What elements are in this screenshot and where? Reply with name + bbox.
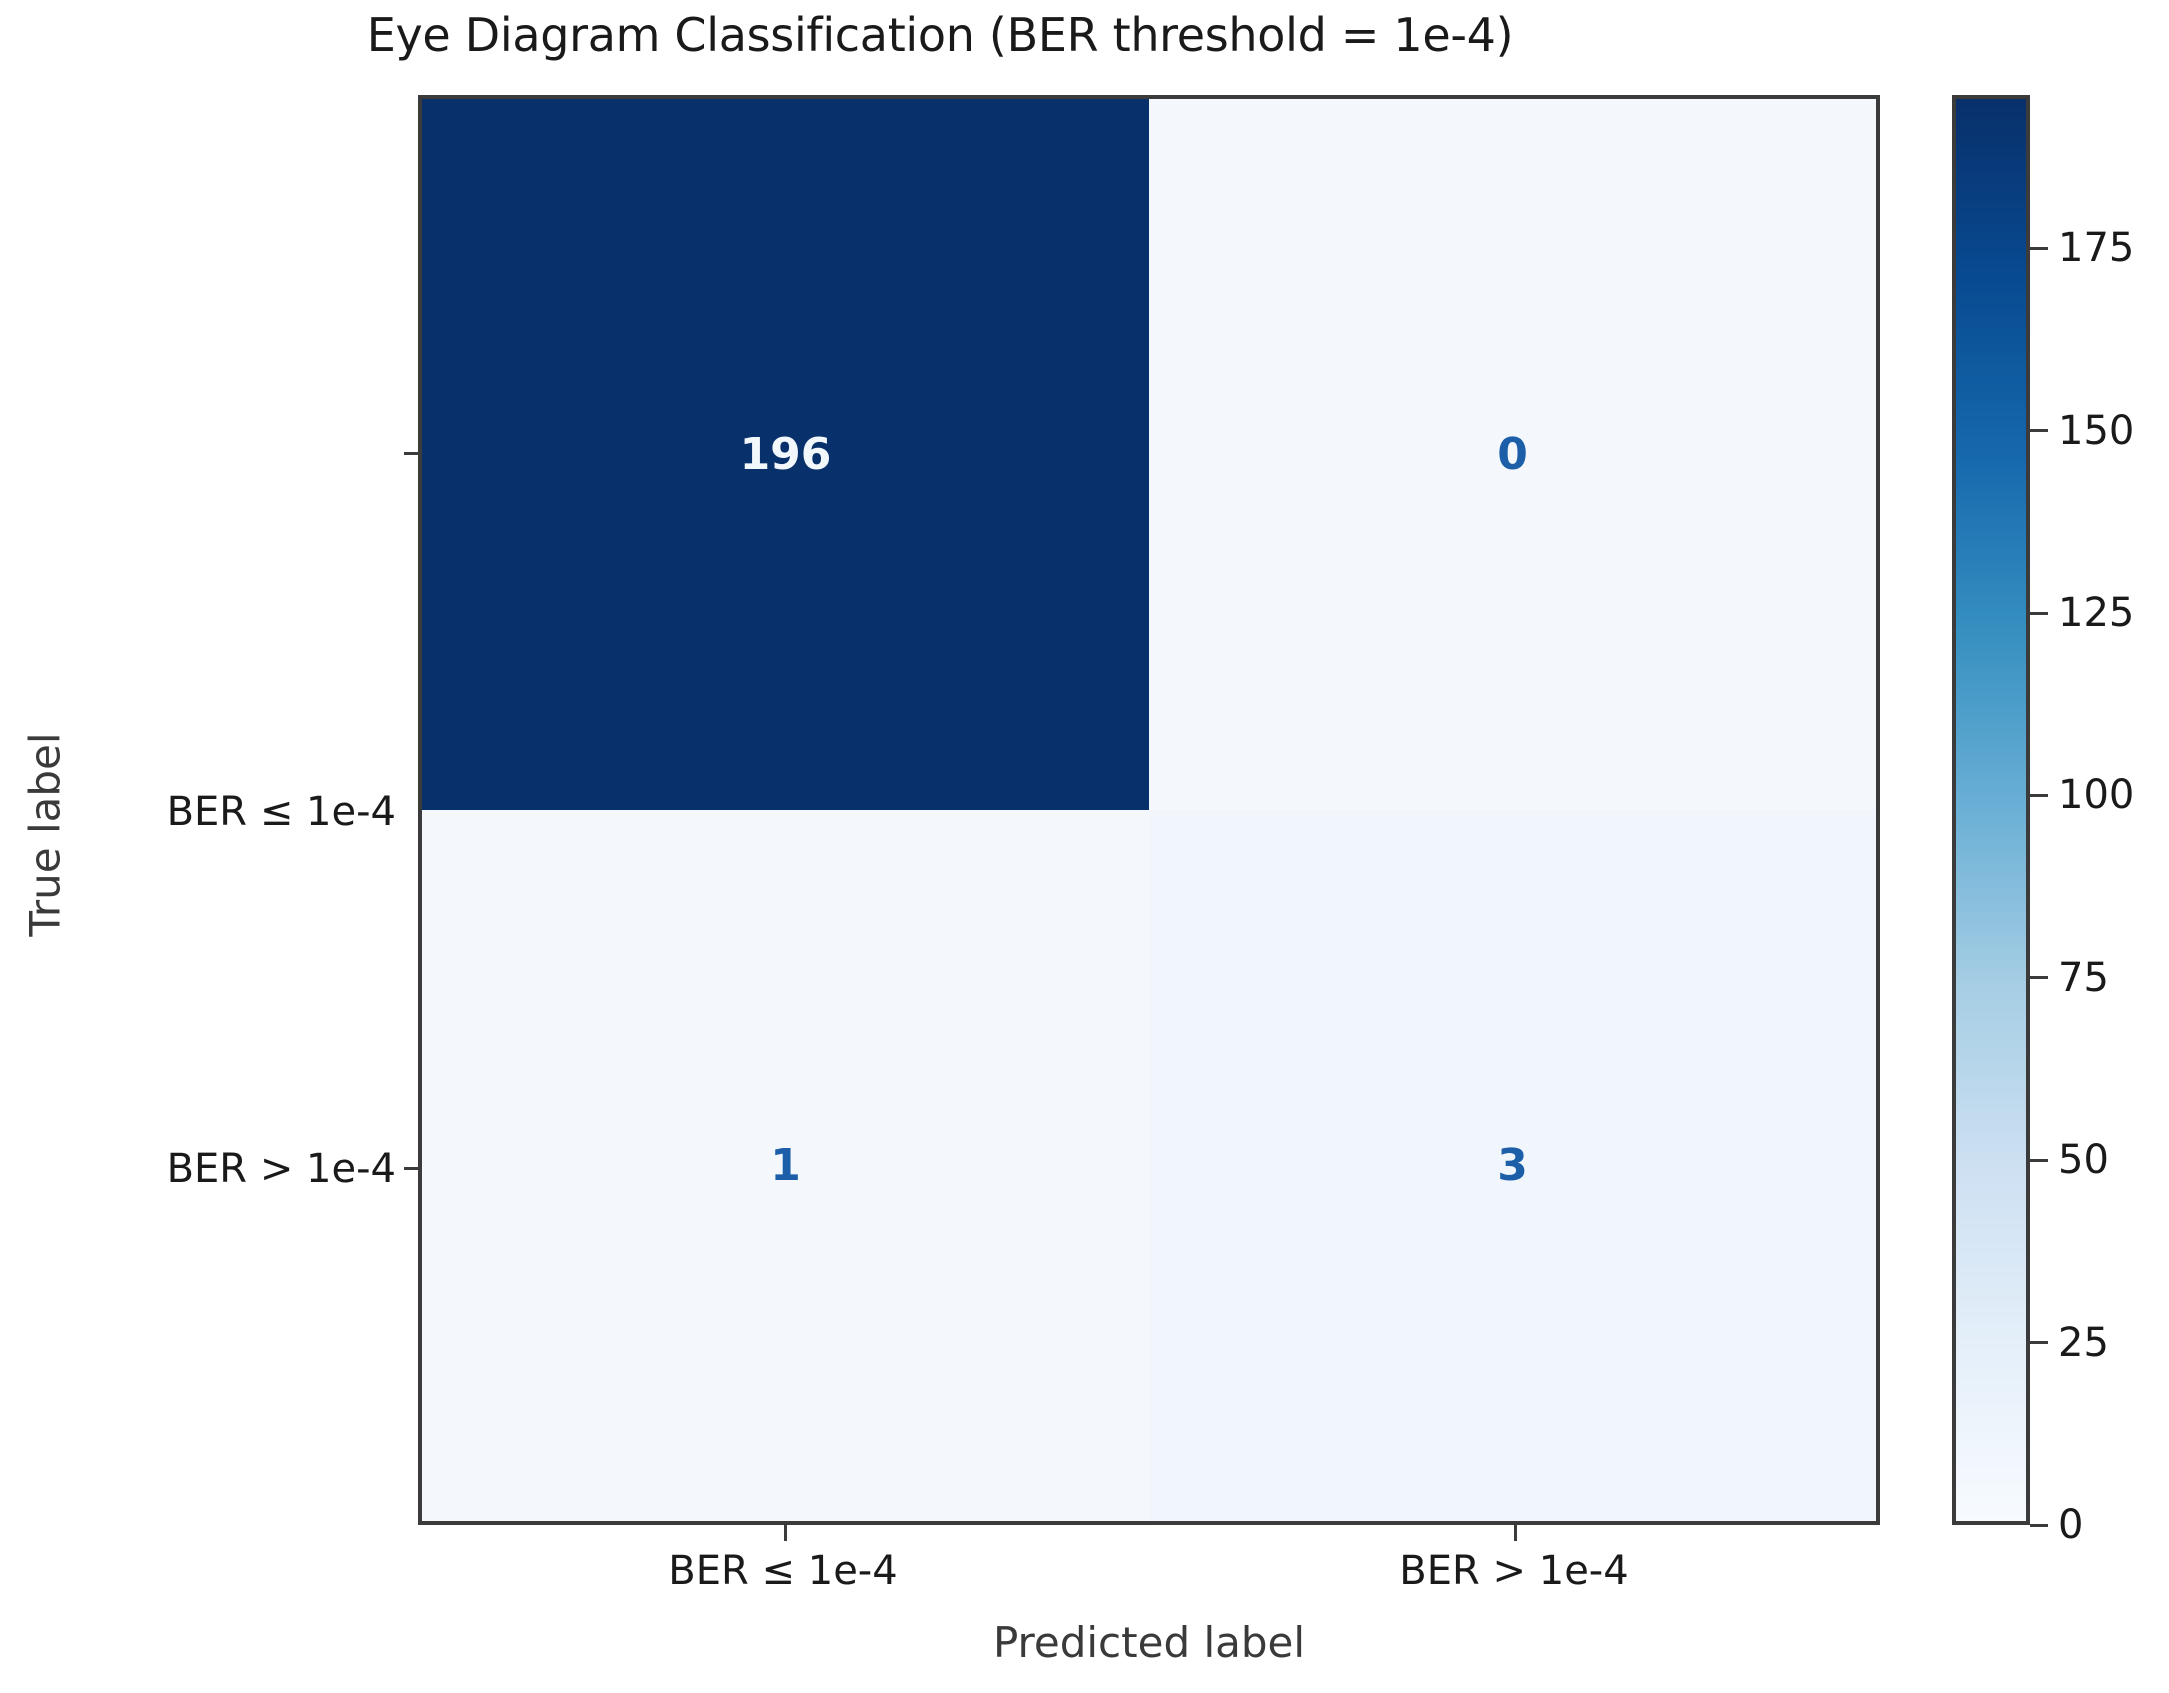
matrix-cell-value-0-0: 196 <box>739 428 832 480</box>
matrix-cell-1-1: 3 <box>1149 810 1876 1521</box>
x-axis-title: Predicted label <box>992 1618 1306 1667</box>
colorbar: 0 25 50 75 100 125 150 175 <box>1952 95 2134 1548</box>
matrix-cell-value-1-1: 3 <box>1497 1139 1528 1191</box>
heatmap-plot-area: 196 0 1 3 <box>418 95 1880 1525</box>
colorbar-tick-mark-2 <box>2030 1158 2048 1162</box>
matrix-cell-value-0-1: 0 <box>1497 428 1528 480</box>
colorbar-tick-label-6: 150 <box>2058 407 2135 454</box>
colorbar-tick-mark-7 <box>2030 246 2048 250</box>
colorbar-tick-mark-6 <box>2030 429 2048 433</box>
colorbar-tick-label-0: 0 <box>2058 1502 2084 1548</box>
x-tick-mark-0 <box>784 1525 787 1541</box>
colorbar-tick-label-3: 75 <box>2058 954 2109 1001</box>
x-tick-label-0: BER ≤ 1e-4 <box>668 1548 898 1594</box>
colorbar-tick-mark-5 <box>2030 611 2048 615</box>
chart-title: Eye Diagram Classification (BER threshol… <box>366 8 1514 62</box>
colorbar-tick-mark-3 <box>2030 976 2048 980</box>
colorbar-tick-mark-0 <box>2030 1523 2048 1527</box>
colorbar-tick-label-7: 175 <box>2058 225 2135 272</box>
matrix-cell-0-1: 0 <box>1149 99 1876 810</box>
matrix-cell-0-0: 196 <box>422 99 1149 810</box>
matrix-cell-1-0: 1 <box>422 810 1149 1521</box>
y-tick-label-0: BER ≤ 1e-4 <box>166 789 396 835</box>
y-tick-mark-0 <box>404 452 420 455</box>
colorbar-tick-label-4: 100 <box>2058 772 2135 819</box>
x-tick-label-1: BER > 1e-4 <box>1399 1548 1629 1594</box>
y-tick-mark-1 <box>404 1167 420 1170</box>
colorbar-tick-label-5: 125 <box>2058 590 2135 636</box>
colorbar-tick-label-1: 25 <box>2058 1319 2109 1366</box>
colorbar-tick-mark-1 <box>2030 1341 2048 1345</box>
y-tick-label-1: BER > 1e-4 <box>166 1146 396 1192</box>
x-tick-mark-1 <box>1514 1525 1517 1541</box>
colorbar-gradient <box>1952 95 2030 1525</box>
matrix-cell-value-1-0: 1 <box>770 1139 801 1191</box>
colorbar-tick-mark-4 <box>2030 793 2048 797</box>
colorbar-tick-label-2: 50 <box>2058 1137 2109 1184</box>
